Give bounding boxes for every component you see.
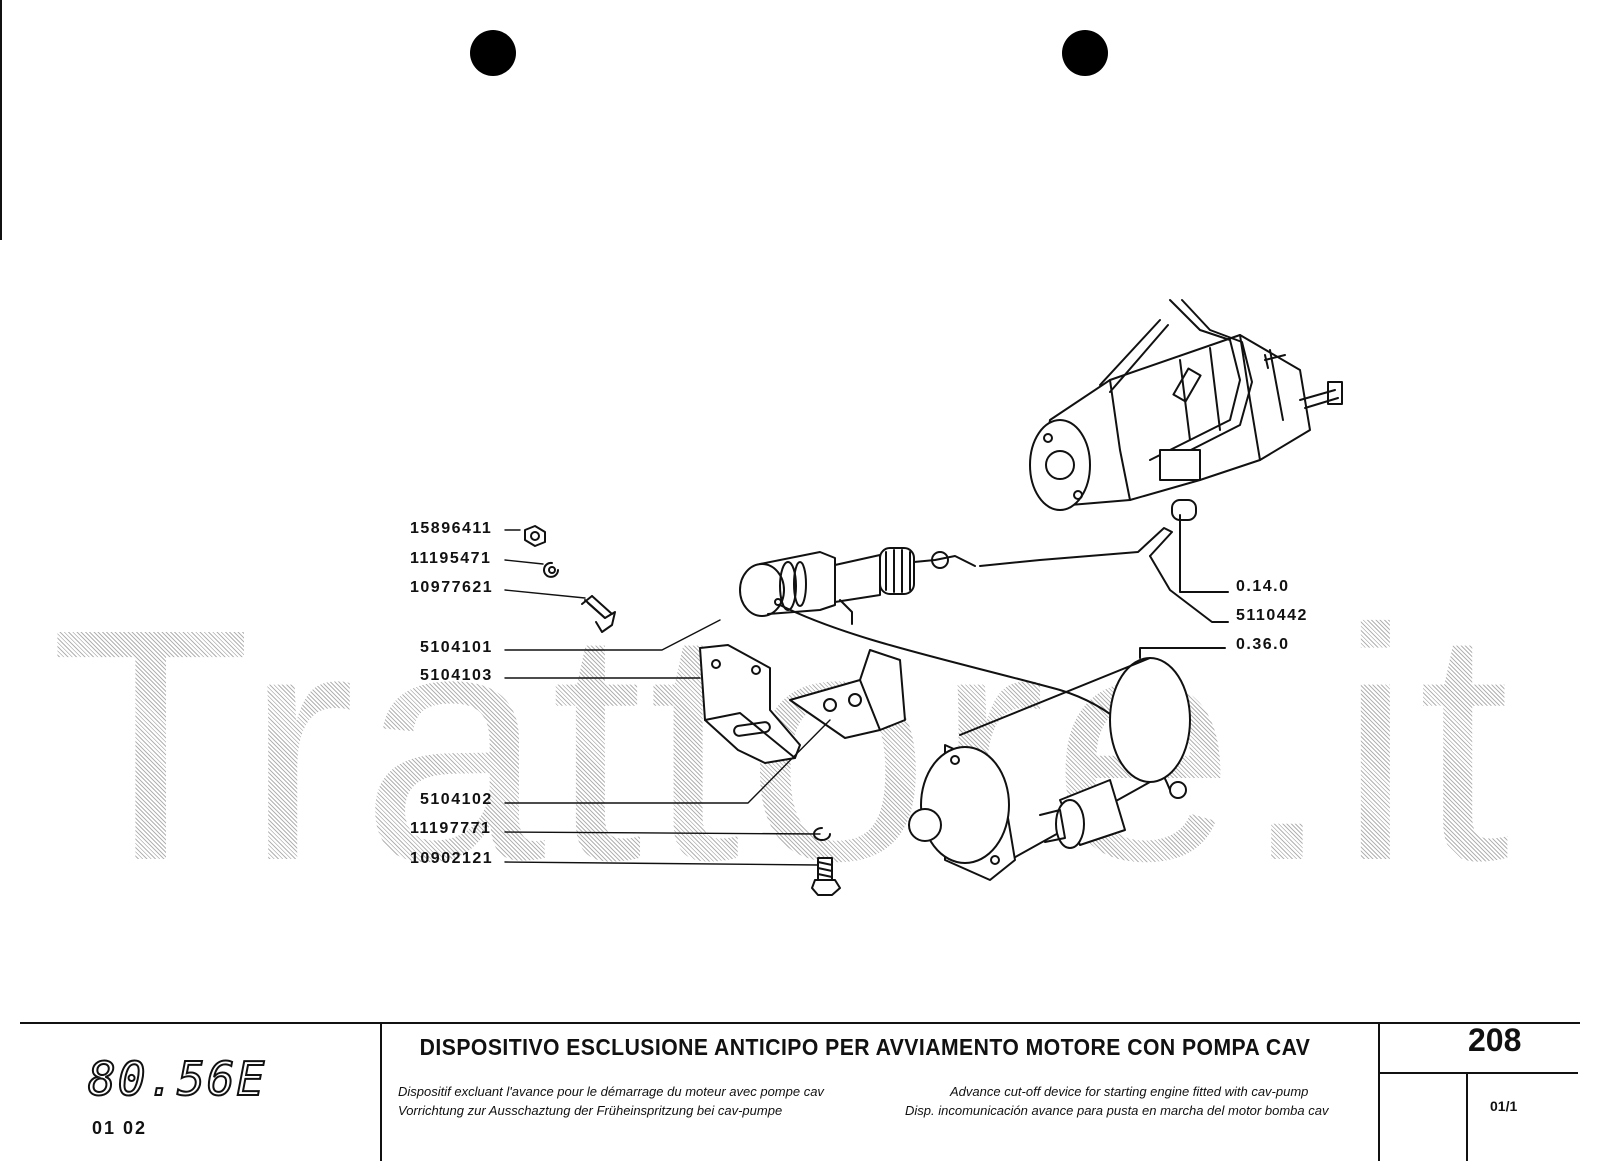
part-label-5110442: 5110442 [1236,607,1308,624]
binder-hole [1062,30,1108,76]
part-label-15896411: 15896411 [410,520,493,537]
part-label-11197771: 11197771 [410,820,492,837]
page-title: DISPOSITIVO ESCLUSIONE ANTICIPO PER AVVI… [419,1034,1311,1060]
title-block-divider [1378,1022,1380,1161]
cable-icon [979,527,1229,623]
subtitle-es: Disp. incomunicación avance para pusta e… [905,1103,1329,1118]
page-number: 208 [1468,1022,1522,1058]
part-label-5104103: 5104103 [420,667,493,684]
subtitle-en: Advance cut-off device for starting engi… [950,1084,1309,1099]
binder-hole [470,30,516,76]
part-label-11195471: 11195471 [410,550,492,567]
page-edge-rule [0,0,2,240]
model-number: 80.56E [87,1051,267,1107]
title-block-top-rule [20,1022,1580,1024]
model-sub-code: 01 02 [92,1118,148,1138]
part-label-10977621: 10977621 [410,579,494,596]
part-label-5104102: 5104102 [420,791,493,808]
washer-icon [543,561,559,578]
bracket-icon [699,644,801,764]
bolt-icon [581,595,616,633]
starter-motor-icon [908,647,1226,881]
bolt-icon [811,857,841,896]
injection-pump-icon [1029,299,1343,593]
cylinder-icon [739,547,976,625]
washer-icon [813,827,831,841]
part-label-5104101: 5104101 [420,639,493,656]
title-block-page-rule [1378,1072,1578,1074]
part-label-0.36.0: 0.36.0 [1236,636,1290,653]
bracket-icon [789,649,906,739]
part-label-10902121: 10902121 [410,850,494,867]
subtitle-de: Vorrichtung zur Ausschaztung der Frühein… [398,1103,783,1118]
title-block-divider [380,1022,382,1161]
nut-icon [524,525,546,547]
page-code: 01/1 [1490,1098,1518,1114]
title-block-divider [1466,1072,1468,1161]
subtitle-fr: Dispositif excluant l'avance pour le dém… [398,1084,824,1099]
part-label-0.14.0: 0.14.0 [1236,578,1290,595]
